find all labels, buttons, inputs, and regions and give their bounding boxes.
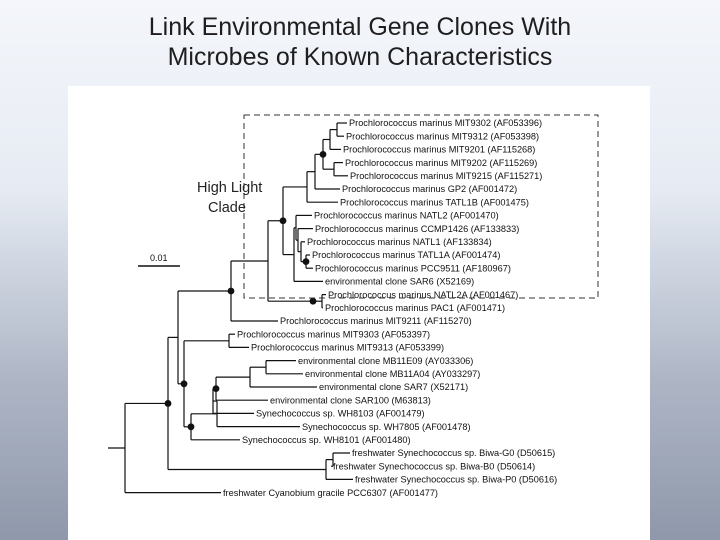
leaf-label: environmental clone MB11E09 (AY033306) bbox=[298, 356, 473, 366]
leaf-label: Prochlorococcus marinus MIT9215 (AF11527… bbox=[350, 171, 542, 181]
leaf-label: Prochlorococcus marinus MIT9202 (AF11526… bbox=[345, 158, 537, 168]
title-line-2: Microbes of Known Characteristics bbox=[0, 42, 720, 72]
leaf-label: Prochlorococcus marinus PAC1 (AF001471) bbox=[325, 303, 505, 313]
leaf-label: Prochlorococcus marinus MIT9312 (AF05339… bbox=[346, 131, 539, 141]
phylogenetic-tree-figure: Prochlorococcus marinus MIT9302 (AF05339… bbox=[68, 86, 650, 540]
leaf-labels: Prochlorococcus marinus MIT9302 (AF05339… bbox=[223, 118, 557, 498]
leaf-label: Prochlorococcus marinus PCC9511 (AF18096… bbox=[315, 263, 511, 273]
leaf-label: Prochlorococcus marinus TATL1A (AF001474… bbox=[312, 250, 500, 260]
bootstrap-node-dot bbox=[228, 288, 235, 295]
bootstrap-node-dot bbox=[165, 400, 172, 407]
bootstrap-node-dot bbox=[320, 151, 327, 158]
leaf-label: Prochlorococcus marinus MIT9211 (AF11527… bbox=[280, 316, 472, 326]
clade-label-line-2: Clade bbox=[208, 200, 246, 216]
bootstrap-node-dot bbox=[310, 298, 317, 305]
leaf-label: Prochlorococcus marinus MIT9313 (AF05339… bbox=[251, 343, 444, 353]
scale-bar-label: 0.01 bbox=[150, 253, 168, 263]
leaf-label: Prochlorococcus marinus MIT9303 (AF05339… bbox=[237, 329, 430, 339]
clade-label-line-1: High Light bbox=[197, 180, 262, 196]
bootstrap-node-dot bbox=[280, 217, 287, 224]
leaf-label: Prochlorococcus marinus NATL1 (AF133834) bbox=[307, 237, 492, 247]
leaf-label: freshwater Synechococcus sp. Biwa-B0 (D5… bbox=[333, 461, 535, 471]
leaf-label: environmental clone SAR6 (X52169) bbox=[325, 277, 474, 287]
leaf-label: Synechococcus sp. WH8101 (AF001480) bbox=[242, 435, 411, 445]
phylogenetic-tree: Prochlorococcus marinus MIT9302 (AF05339… bbox=[68, 86, 650, 540]
bootstrap-node-dot bbox=[303, 258, 310, 265]
leaf-label: Prochlorococcus marinus GP2 (AF001472) bbox=[342, 184, 517, 194]
leaf-label: environmental clone SAR100 (M63813) bbox=[270, 395, 431, 405]
title-line-1: Link Environmental Gene Clones With bbox=[0, 12, 720, 42]
leaf-label: Synechococcus sp. WH7805 (AF001478) bbox=[302, 422, 471, 432]
bootstrap-node-dot bbox=[213, 385, 220, 392]
leaf-label: Prochlorococcus marinus MIT9302 (AF05339… bbox=[349, 118, 542, 128]
leaf-label: freshwater Synechococcus sp. Biwa-P0 (D5… bbox=[355, 475, 557, 485]
leaf-label: Prochlorococcus marinus TATL1B (AF001475… bbox=[340, 197, 529, 207]
leaf-label: freshwater Cyanobium gracile PCC6307 (AF… bbox=[223, 488, 438, 498]
bootstrap-node-dot bbox=[181, 380, 188, 387]
bootstrap-node-dot bbox=[188, 423, 195, 430]
leaf-label: Prochlorococcus marinus CCMP1426 (AF1338… bbox=[315, 224, 519, 234]
slide-title: Link Environmental Gene Clones With Micr… bbox=[0, 0, 720, 86]
leaf-label: freshwater Synechococcus sp. Biwa-G0 (D5… bbox=[352, 448, 555, 458]
leaf-label: environmental clone SAR7 (X52171) bbox=[319, 382, 468, 392]
leaf-label: environmental clone MB11A04 (AY033297) bbox=[305, 369, 480, 379]
leaf-label: Prochlorococcus marinus NATL2 (AF001470) bbox=[314, 211, 499, 221]
leaf-label: Prochlorococcus marinus MIT9201 (AF11526… bbox=[343, 145, 535, 155]
leaf-label: Synechococcus sp. WH8103 (AF001479) bbox=[256, 409, 425, 419]
